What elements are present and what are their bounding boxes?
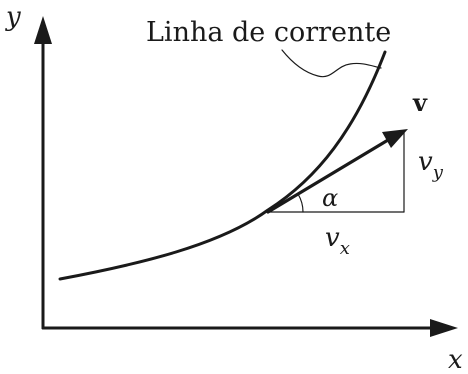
- vy-label: vy: [418, 147, 444, 183]
- vx-label-main: v: [325, 223, 340, 253]
- velocity-label: v: [412, 88, 428, 117]
- x-axis-label: x: [448, 345, 463, 374]
- x-axis-arrowhead: [430, 319, 458, 337]
- y-axis-label: y: [5, 2, 21, 32]
- velocity-vector-arrowhead: [382, 129, 408, 148]
- streamline-leader-line: [281, 49, 382, 78]
- streamline-label: Linha de corrente: [146, 17, 391, 48]
- y-axis-arrowhead: [34, 16, 52, 44]
- streamline-curve: [58, 50, 387, 281]
- vx-label: vx: [325, 223, 350, 259]
- velocity-vector-line: [266, 138, 390, 214]
- angle-label: α: [322, 184, 338, 212]
- vy-label-subscript: y: [432, 162, 444, 183]
- vx-label-subscript: x: [340, 238, 350, 259]
- angle-arc: [297, 193, 304, 213]
- vy-label-main: v: [418, 147, 433, 177]
